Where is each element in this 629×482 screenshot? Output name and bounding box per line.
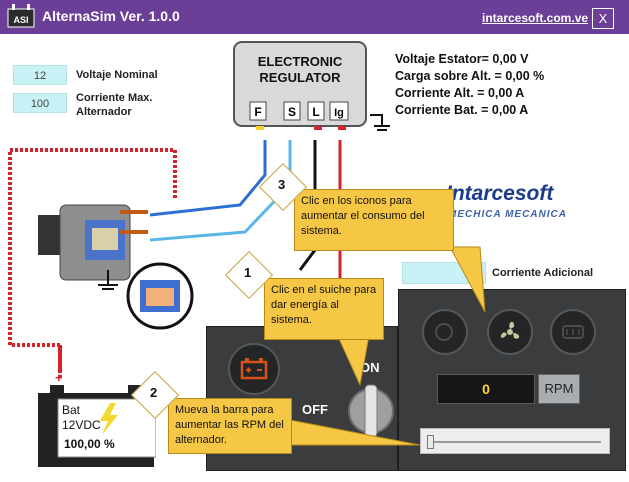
brand-logo: Intarcesoft MECHICA MECANICA (418, 182, 593, 222)
fan-icon (500, 321, 520, 339)
battery-voltage: 12VDC (62, 418, 101, 432)
svg-text:REGULATOR: REGULATOR (259, 70, 341, 85)
switch-off-label: OFF (302, 402, 328, 417)
battery-warning-icon (240, 358, 268, 380)
tip-2-number: 2 (150, 385, 158, 400)
svg-text:Ig: Ig (334, 107, 344, 119)
tip-1-pointer (334, 330, 371, 387)
title-bar: ASI AlternaSim Ver. 1.0.0 intarcesoft.co… (0, 0, 629, 34)
rpm-slider-track (433, 441, 601, 443)
regulator-terminals: F S L Ig (249, 101, 349, 121)
voltaje-nominal-label: Voltaje Nominal (76, 69, 158, 81)
corriente-adicional-label: Corriente Adicional (492, 267, 594, 279)
ignition-switch[interactable] (345, 377, 397, 441)
corriente-max-input[interactable]: 100 (13, 93, 67, 113)
tip-1: Clic en el suiche para dar energía al si… (264, 278, 384, 340)
svg-text:ASI: ASI (13, 15, 28, 25)
battery-plus: + (55, 370, 63, 385)
app-logo-icon: ASI (7, 4, 35, 28)
rpm-unit-label: RPM (538, 374, 580, 404)
corriente-alt-readout: Corriente Alt. = 0,00 A (395, 86, 525, 100)
corriente-max-label-1: Corriente Max. (76, 92, 153, 104)
defrost-button[interactable] (550, 309, 596, 355)
tip-1-number: 1 (244, 265, 252, 280)
headlight-icon (435, 323, 454, 341)
battery-charge: 100,00 % (64, 437, 115, 451)
battery-name: Bat (62, 403, 81, 417)
battery (38, 385, 156, 467)
rpm-slider-thumb[interactable] (427, 435, 434, 449)
battery-warning-button[interactable] (228, 343, 280, 395)
svg-text:F: F (254, 105, 261, 119)
switch-on-label: ON (360, 360, 380, 375)
corriente-bat-readout: Corriente Bat. = 0,00 A (395, 103, 529, 117)
close-button[interactable]: X (592, 8, 614, 29)
svg-text:ELECTRONIC: ELECTRONIC (258, 54, 343, 69)
headlight-button[interactable] (422, 309, 468, 355)
tip-2: Mueva la barra para aumentar las RPM del… (168, 398, 292, 454)
brand-tagline: MECHICA MECANICA (448, 209, 567, 220)
tip-2-pointer (290, 419, 421, 446)
corriente-max-label-2: Alternador (76, 106, 132, 118)
svg-text:S: S (288, 105, 296, 119)
electronic-regulator: ELECTRONIC REGULATOR F S L Ig (233, 41, 367, 130)
tip-3: Clic en los iconos para aumentar el cons… (294, 189, 454, 251)
tip-3-number: 3 (278, 177, 286, 192)
brand-name: Intarcesoft (446, 182, 554, 205)
website-link[interactable]: intarcesoft.com.ve (482, 11, 589, 25)
svg-text:L: L (312, 105, 319, 119)
rpm-slider[interactable] (420, 428, 610, 454)
voltaje-nominal-input[interactable]: 12 (13, 65, 67, 85)
defrost-icon (562, 325, 584, 339)
rpm-display: 0 (437, 374, 535, 404)
carga-alt-readout: Carga sobre Alt. = 0,00 % (395, 69, 545, 83)
voltaje-estator-readout: Voltaje Estator= 0,00 V (395, 52, 529, 66)
window-title: AlternaSim Ver. 1.0.0 (42, 8, 180, 24)
fan-button[interactable] (487, 309, 533, 355)
